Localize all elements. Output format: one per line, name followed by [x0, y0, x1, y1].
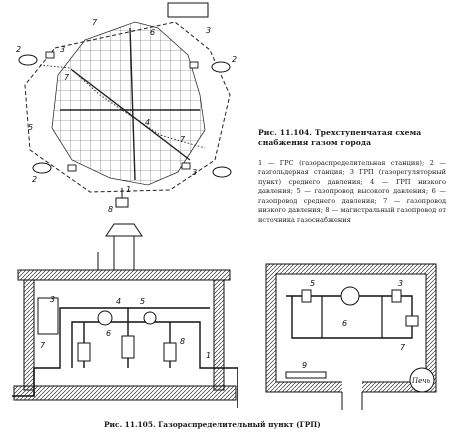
roof-slab [17, 269, 231, 281]
figure-105-caption: Рис. 11.105. Газораспределительный пункт… [104, 420, 321, 429]
right-wall [213, 279, 225, 391]
section-label-1: 1 [206, 351, 211, 360]
label-2b: 2 [232, 55, 237, 64]
label-5: 5 [28, 123, 33, 132]
plan-stove-label: Печь [411, 377, 431, 385]
label-4: 4 [145, 118, 150, 127]
plan-valves [301, 286, 419, 327]
scheme-number-labels: 1 2 2 2 3 3 3 4 5 6 7 7 7 8 [16, 18, 237, 214]
figure-104-legend: 1 — ГРС (газораспределительная станция);… [258, 158, 446, 224]
plan-door-swing [341, 392, 363, 410]
street-axes [60, 27, 200, 181]
floor-ground [13, 385, 237, 401]
low-pressure-network-grid [51, 21, 206, 186]
medium-pressure-line [39, 64, 206, 149]
section-label-8: 8 [180, 337, 185, 346]
figure-104-title: Рис. 11.104. Трехступенчатая схема снабж… [258, 128, 422, 148]
plan-label-6: 6 [342, 319, 347, 328]
plan-label-3: 3 [398, 279, 403, 288]
section-label-4: 4 [116, 297, 121, 306]
label-7a: 7 [92, 18, 98, 27]
grp-medium-boxes [45, 51, 199, 172]
label-3b: 3 [206, 26, 211, 35]
plan-door-gap [342, 380, 362, 394]
plan-workbench [285, 371, 327, 379]
section-label-6: 6 [106, 329, 111, 338]
label-7c: 7 [180, 135, 186, 144]
label-2a: 2 [16, 45, 21, 54]
inlet-station [115, 197, 129, 208]
plan-label-9: 9 [302, 361, 307, 370]
underground-inlet [12, 368, 35, 397]
figure-104-caption: Рис. 11.104. Трехступенчатая схема снабж… [258, 128, 446, 225]
label-7b: 7 [64, 73, 70, 82]
plan-label-7: 7 [400, 343, 406, 352]
gas-holder-stations [18, 54, 232, 178]
underground-outlet [224, 367, 238, 408]
plan-pipe-loop [286, 295, 413, 339]
label-3a: 3 [60, 45, 65, 54]
deflector-cap-icon [105, 223, 143, 237]
label-1: 1 [126, 185, 131, 194]
city-gas-scheme: 1 2 2 2 3 3 3 4 5 6 7 7 7 8 [16, 2, 237, 214]
label-6: 6 [150, 28, 155, 37]
section-label-3: 3 [50, 295, 55, 304]
section-label-7: 7 [40, 341, 46, 350]
grp-plan-drawing: 3 5 6 7 9 Печь [265, 263, 437, 410]
grs-station-icon [167, 2, 209, 18]
grp-section-drawing: 1 3 4 5 6 7 8 [12, 223, 238, 408]
label-8: 8 [108, 205, 113, 214]
wall-window [37, 297, 59, 335]
label-2c: 2 [32, 175, 37, 184]
valves [77, 310, 177, 362]
section-number-labels: 1 3 4 5 6 7 8 [40, 295, 211, 360]
high-pressure-ring [24, 21, 231, 193]
plan-stove-icon [409, 367, 435, 393]
plan-label-5: 5 [310, 279, 315, 288]
ventilation-shaft [113, 235, 135, 271]
label-3c: 3 [192, 168, 197, 177]
section-label-5: 5 [140, 297, 145, 306]
plan-number-labels: 3 5 6 7 9 [302, 279, 406, 370]
left-wall [23, 279, 35, 391]
